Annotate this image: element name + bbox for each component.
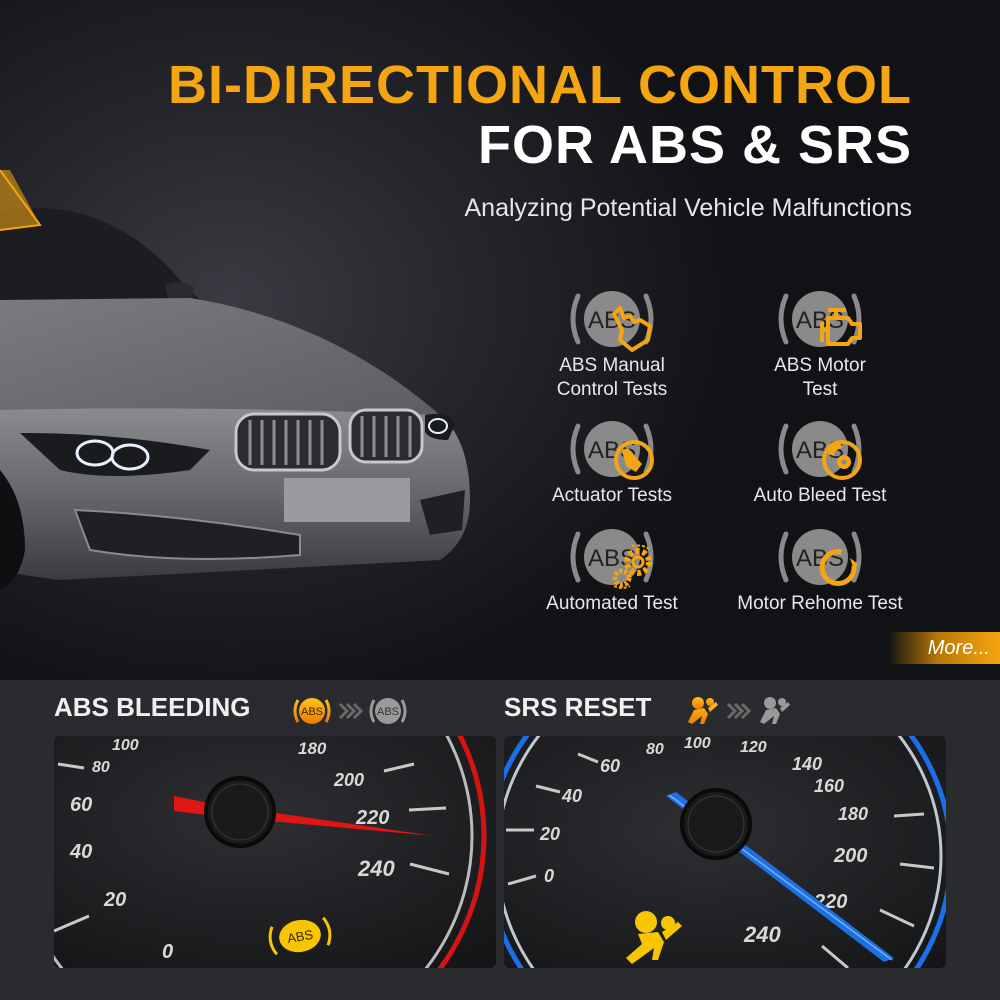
feature-label: Control Tests <box>556 379 668 400</box>
gauge-label: 100 <box>684 736 711 752</box>
gauge-label: 120 <box>740 739 767 756</box>
abs-gears-icon: ABS <box>570 529 654 589</box>
gauge-label: 240 <box>743 922 781 947</box>
feature-auto-bleed-test: ABS Auto Bleed Test <box>720 414 920 508</box>
abs-bleed-icon: ABS <box>778 421 862 480</box>
gauge-label: 80 <box>92 759 110 776</box>
gauge-label: 140 <box>792 754 822 774</box>
gauge-label: 200 <box>333 770 364 790</box>
more-button[interactable]: More... <box>888 632 1000 664</box>
gauge-label: 100 <box>112 737 139 754</box>
abs-warning-icon: ABS <box>268 916 332 956</box>
feature-label: Test <box>802 379 838 400</box>
gauge-label: 40 <box>561 786 582 806</box>
airbag-warning-icon <box>626 911 682 964</box>
srs-reset-title: SRS RESET <box>504 692 652 722</box>
abs-engine-icon: ABS <box>778 291 862 347</box>
svg-text:ABS: ABS <box>377 706 399 718</box>
abs-hand-icon: ABS <box>570 291 654 352</box>
title-line-1: BI-DIRECTIONAL CONTROL <box>168 55 912 115</box>
hero-banner: BI-DIRECTIONAL CONTROL FOR ABS & SRS Ana… <box>0 0 1000 680</box>
srs-transition-icon <box>688 697 790 724</box>
abs-transition-icon: ABS ABS <box>293 698 407 724</box>
feature-automated-test: ABS Automated Test <box>512 522 712 616</box>
feature-label: Auto Bleed Test <box>753 485 887 506</box>
feature-label: Automated Test <box>546 593 678 614</box>
gauge-label: 240 <box>357 856 395 881</box>
svg-text:ABS: ABS <box>588 307 636 334</box>
feature-label: Motor Rehome Test <box>737 593 903 614</box>
abs-speedometer-image: 0 20 40 60 80 100 180 200 220 240 ABS <box>54 736 496 968</box>
abs-rotate-icon: ABS <box>778 529 862 586</box>
feature-motor-rehome-test: ABS Motor Rehome Test <box>720 522 920 616</box>
feature-label: ABS Manual <box>559 355 665 376</box>
gauge-label: 0 <box>544 866 554 886</box>
gauge-label: 20 <box>103 889 126 911</box>
gauge-label: 60 <box>600 756 620 776</box>
feature-abs-manual-control: ABS ABS Manual Control Tests <box>512 284 712 402</box>
gauge-label: 160 <box>814 776 844 796</box>
gauge-label: 220 <box>355 807 389 829</box>
abs-bleeding-title: ABS BLEEDING <box>54 692 251 722</box>
gauge-label: 200 <box>833 845 867 867</box>
gauge-label: 180 <box>298 739 327 758</box>
subtitle: Analyzing Potential Vehicle Malfunctions <box>464 194 913 222</box>
gauge-label: 40 <box>69 841 92 863</box>
svg-text:ABS: ABS <box>301 706 323 718</box>
feature-actuator-tests: ABS Actuator Tests <box>512 414 712 508</box>
abs-actuator-icon: ABS <box>570 421 654 480</box>
abs-warning-text: ABS <box>286 927 315 946</box>
gauge-label: 80 <box>646 741 664 758</box>
gauge-label: 60 <box>70 794 92 816</box>
gauge-label: 20 <box>539 824 560 844</box>
feature-label: Actuator Tests <box>551 485 673 506</box>
title-line-2: FOR ABS & SRS <box>477 115 912 175</box>
feature-label: ABS Motor <box>774 355 866 376</box>
srs-speedometer-image: 0 20 40 60 80 100 120 140 160 180 200 22… <box>504 736 946 968</box>
car-image <box>0 170 470 590</box>
gauge-label: 0 <box>162 941 173 963</box>
gauge-label: 180 <box>838 804 868 824</box>
feature-abs-motor-test: ABS ABS Motor Test <box>720 284 920 402</box>
